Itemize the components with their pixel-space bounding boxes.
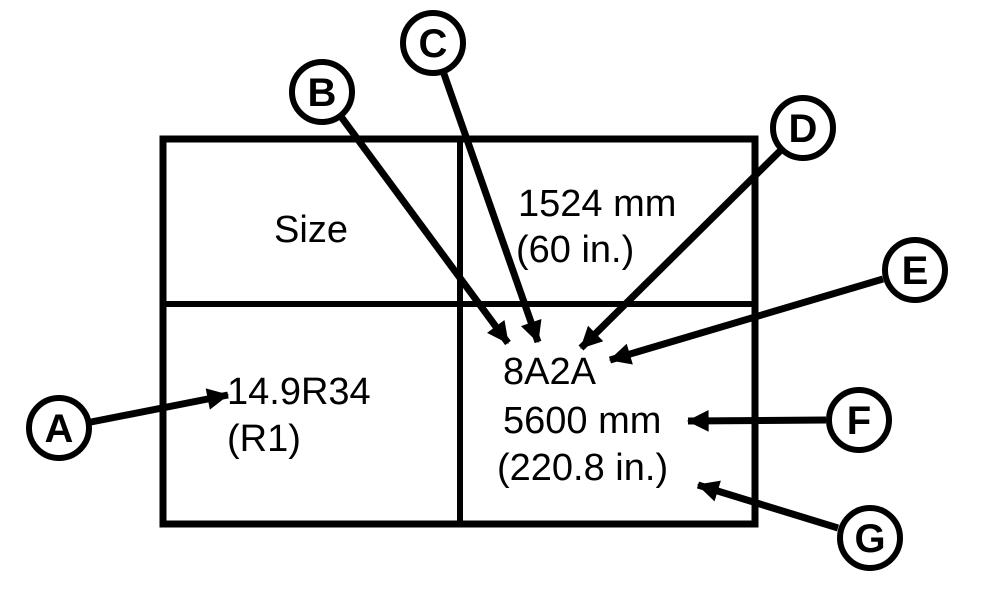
callout-b-letter: B (308, 71, 337, 115)
table-cell-size: Size (274, 209, 348, 251)
callout-d-circle (770, 95, 836, 161)
table-cell-width-value: 1524 mm (60 in.) (516, 183, 676, 271)
callout-f-circle (826, 387, 892, 453)
callout-c-letter: C (419, 22, 448, 66)
circumference-in-value: (220.8 in.) (497, 447, 668, 489)
callout-e-letter: E (902, 249, 929, 293)
callout-c-arrow (440, 72, 542, 344)
size-table (159, 135, 759, 528)
table-cell-code-values: 8A2A 5600 mm (220.8 in.) (497, 351, 668, 489)
callout-c: C (400, 10, 466, 76)
callout-f-arrow (686, 410, 827, 432)
callout-e: E (882, 237, 948, 303)
callout-c-circle (400, 10, 466, 76)
callout-d-arrow (578, 148, 783, 351)
table-cell-tire-size: 14.9R34 (R1) (227, 371, 371, 460)
callout-g-letter: G (854, 517, 885, 561)
callout-g: G (837, 505, 903, 571)
callout-b-circle (289, 59, 355, 125)
callout-a-arrow (90, 388, 230, 426)
callout-e-arrow (608, 275, 884, 365)
code-value: 8A2A (503, 351, 597, 393)
callout-f: F (826, 387, 892, 453)
callout-a-letter: A (45, 407, 74, 451)
callout-a-circle (26, 395, 92, 461)
width-in-value: (60 in.) (516, 229, 634, 271)
callout-g-circle (837, 505, 903, 571)
callout-e-circle (882, 237, 948, 303)
callout-f-letter: F (847, 399, 871, 443)
callout-g-arrow (696, 480, 840, 532)
callout-b: B (289, 59, 355, 125)
callout-d-letter: D (789, 107, 818, 151)
tire-size-value: 14.9R34 (227, 371, 371, 413)
callout-b-arrow (339, 115, 511, 346)
callout-a: A (26, 395, 92, 461)
callout-d: D (770, 95, 836, 161)
circumference-mm-value: 5600 mm (503, 400, 661, 442)
size-header-label: Size (274, 209, 348, 251)
width-mm-value: 1524 mm (518, 183, 676, 225)
tire-type-value: (R1) (227, 418, 301, 460)
